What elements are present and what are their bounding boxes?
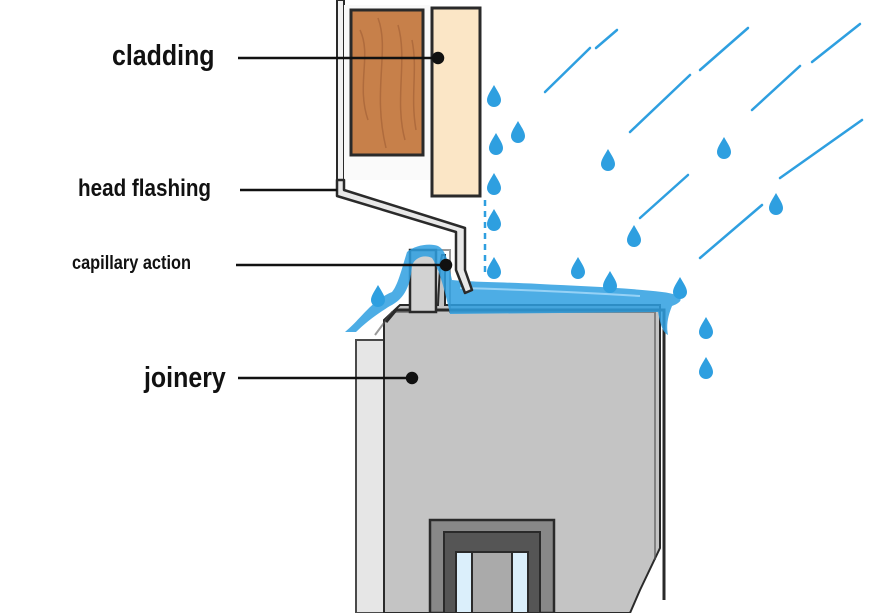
rain-drops [371,85,783,379]
label-joinery: joinery [144,362,226,394]
rain-streaks [543,22,864,260]
head-flashing [335,178,474,295]
label-capillary-action: capillary action [72,253,191,274]
timber-stud [349,8,425,157]
water-film [345,244,681,335]
label-cladding: cladding [112,40,215,72]
label-head-flashing: head flashing [78,175,212,202]
leader-lines [236,51,453,385]
cladding-board [430,6,482,198]
